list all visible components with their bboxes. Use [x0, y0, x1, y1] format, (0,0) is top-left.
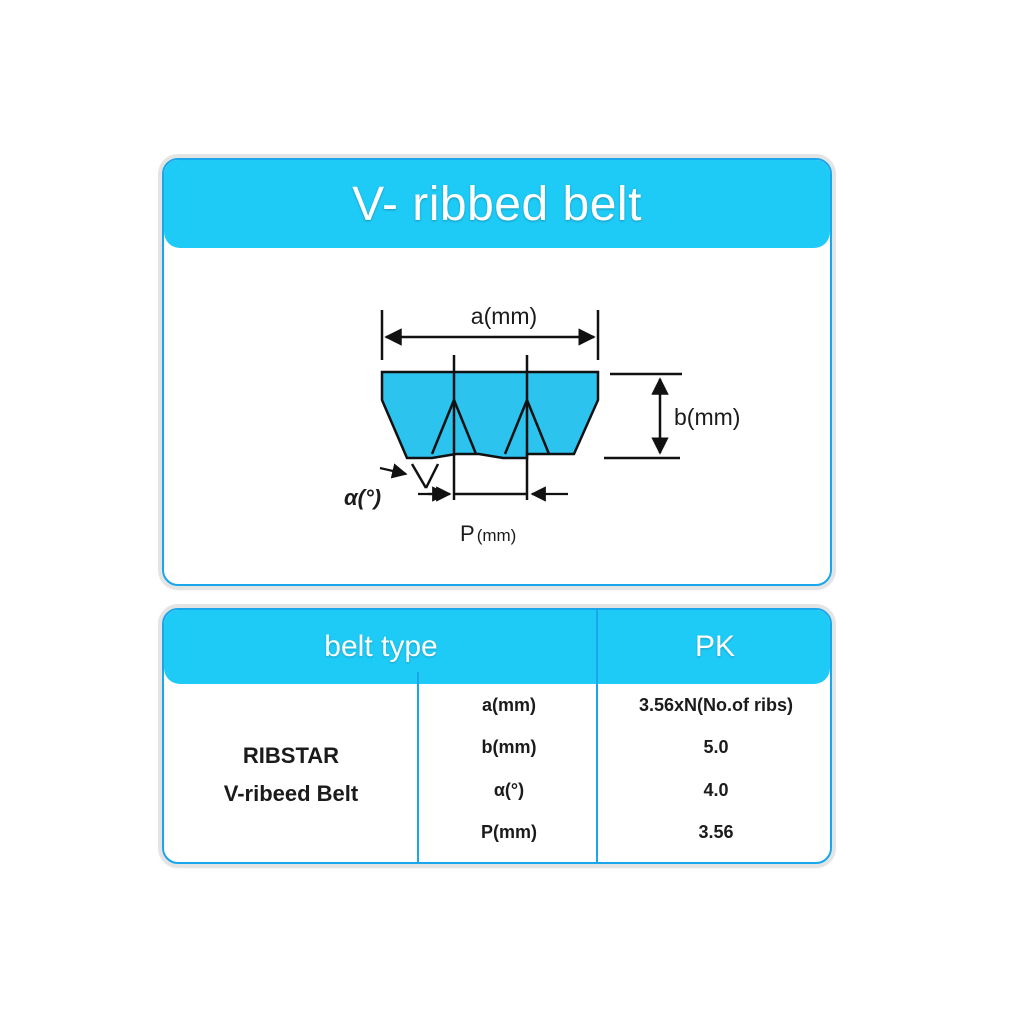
table-header: [164, 610, 830, 684]
param-alpha: α(°): [493, 779, 525, 800]
spec-table: belt type PK RIBSTAR V-ribeed Belt a(mm)…: [162, 608, 832, 864]
param-column: a(mm) b(mm) α(°) P(mm): [420, 684, 598, 854]
param-b: b(mm): [481, 737, 537, 758]
diagram-header: V- ribbed belt: [164, 160, 830, 248]
p-label-main: P: [460, 521, 475, 546]
alpha-arrow-left: [379, 463, 408, 479]
groove-left-edge: [430, 399, 456, 455]
header-belt-type: belt type: [324, 630, 438, 663]
alpha-angle-lines: [410, 463, 440, 489]
param-p: P(mm): [480, 822, 537, 843]
p-label-unit: (mm): [477, 526, 517, 545]
product-name-line-1: RIBSTAR: [242, 743, 340, 768]
value-p: 3.56: [698, 822, 734, 843]
header-pk: PK: [694, 630, 736, 663]
value-b: 5.0: [703, 737, 729, 758]
groove-right-edge: [452, 399, 478, 455]
groove2-left-edge: [503, 399, 529, 455]
diagram-card: V- ribbed belt a(mm): [162, 158, 832, 586]
divider-name-param: [417, 672, 419, 862]
b-label: b(mm): [674, 404, 740, 430]
product-name-cell: RIBSTAR V-ribeed Belt: [164, 684, 418, 862]
product-name-line-2: V-ribeed Belt: [223, 781, 359, 806]
value-a: 3.56xN(No.of ribs): [638, 694, 794, 715]
belt-profile: [380, 370, 600, 460]
value-column: 3.56xN(No.of ribs) 5.0 4.0 3.56: [600, 684, 830, 854]
a-label: a(mm): [471, 303, 537, 329]
value-alpha: 4.0: [703, 779, 729, 800]
groove2-right-edge: [525, 399, 551, 455]
p-label: P(mm): [460, 521, 516, 546]
param-a: a(mm): [481, 694, 536, 715]
belt-cross-section-diagram: a(mm) b(mm) α(°) P(mm): [344, 303, 740, 546]
diagram-title: V- ribbed belt: [352, 177, 642, 231]
divider-header: [596, 610, 598, 862]
alpha-label: α(°): [344, 485, 381, 510]
